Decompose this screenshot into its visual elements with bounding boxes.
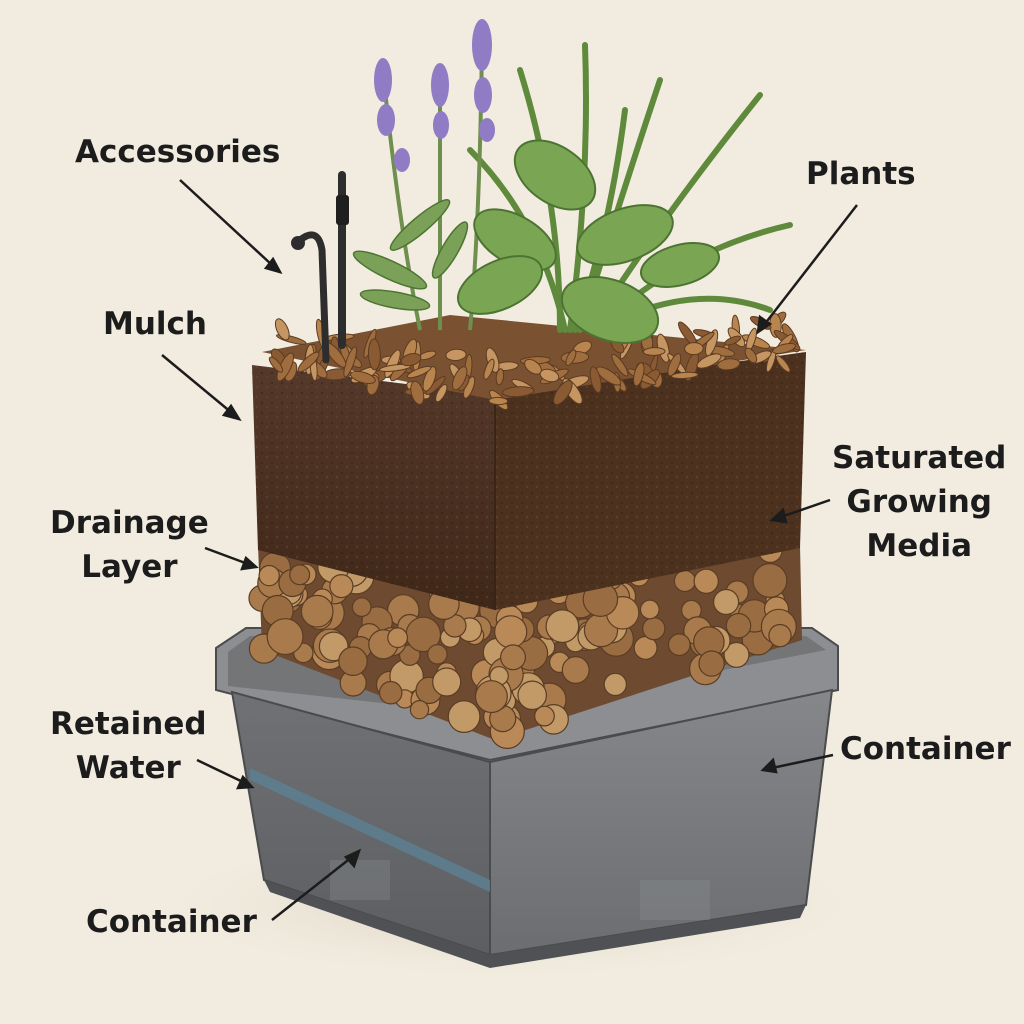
mulch-chip [378, 363, 412, 372]
mulch-chip [611, 353, 629, 377]
pebble [266, 618, 304, 656]
mulch-chip [488, 396, 509, 406]
mulch-chip [775, 355, 791, 373]
label-retained-water: Retained Water [50, 706, 207, 787]
mulch-chip [422, 366, 437, 392]
pebble [351, 597, 372, 617]
label-container-bottom: Container [86, 904, 257, 940]
pebble [752, 562, 788, 598]
mulch-chip [671, 371, 699, 380]
mulch-chip [297, 351, 320, 373]
pebble [768, 623, 792, 648]
pebble [338, 646, 368, 676]
arrow-plants [756, 204, 858, 335]
pebble [494, 615, 528, 649]
pebble [545, 609, 580, 644]
pebble [725, 612, 752, 639]
pebble [667, 633, 691, 657]
pebble [378, 680, 403, 705]
pebble [409, 700, 430, 720]
pebble [561, 655, 590, 684]
mulch-chip [589, 366, 602, 394]
mulch-chip [268, 356, 284, 373]
irrigation-accessories [291, 171, 349, 364]
label-saturated-growing-media: Saturated Growing Media [832, 440, 1007, 565]
mulch-chip [724, 335, 742, 346]
mulch-chip [495, 368, 505, 386]
mulch-chip [633, 362, 645, 387]
label-mulch: Mulch [103, 306, 207, 342]
label-container-right: Container [840, 731, 1011, 767]
mulch-chip [596, 366, 622, 386]
label-accessories: Accessories [75, 134, 281, 170]
growing-media-block [252, 352, 806, 610]
pebble [258, 564, 280, 587]
pebble [517, 680, 547, 711]
arrow-growing-media [769, 498, 831, 524]
mulch-chip [410, 380, 425, 405]
mulch-chip [435, 383, 448, 403]
mulch-chip [343, 346, 358, 378]
pebble [673, 569, 697, 593]
pebble [300, 594, 334, 628]
mulch-chip [772, 342, 797, 355]
arrow-mulch [161, 354, 242, 422]
pebble [723, 641, 750, 668]
pebble [712, 588, 740, 616]
mulch-chip [274, 318, 290, 341]
label-plants: Plants [806, 156, 916, 192]
mulch-chip [451, 366, 468, 391]
pebble [500, 644, 527, 671]
arrow-accessories [179, 179, 283, 275]
pebble [642, 616, 666, 641]
pebble [693, 568, 719, 595]
mulch-chip [744, 347, 758, 364]
mulch-chip [553, 380, 573, 405]
pebble [698, 650, 725, 677]
plants-foliage [352, 19, 793, 344]
mulch-chip [696, 353, 722, 369]
arrow-retained-water [196, 758, 255, 790]
pebble [474, 680, 508, 714]
mulch-chip [350, 370, 376, 384]
mulch-chip [501, 386, 535, 398]
label-drainage-layer: Drainage Layer [50, 505, 209, 586]
pointer-arrows [161, 179, 858, 921]
mulch-chip [483, 358, 495, 380]
mulch-chip [717, 358, 741, 371]
pebble [639, 599, 660, 620]
mulch-chip [524, 358, 542, 375]
mulch-chip [445, 348, 467, 362]
pebble [534, 705, 555, 727]
pebble [603, 672, 628, 697]
mulch-chip [565, 349, 577, 366]
drainage-pebbles [248, 538, 797, 750]
pebble [289, 564, 311, 586]
pebble [432, 667, 462, 697]
pebble [329, 573, 354, 599]
mulch-chips [268, 311, 801, 411]
pebble [427, 643, 448, 665]
arrow-container-bottom [271, 848, 362, 921]
mulch-chip [406, 365, 432, 379]
arrow-drainage-layer [204, 546, 259, 571]
mulch-chip [400, 353, 422, 367]
retained-water-line [250, 768, 490, 892]
mulch-chip [367, 338, 381, 371]
pebble [447, 700, 481, 733]
pebble [387, 627, 409, 649]
arrow-container-right [760, 753, 834, 774]
mulch-chip [642, 347, 666, 356]
mulch-chip [667, 353, 682, 377]
mulch-chip [684, 342, 704, 356]
